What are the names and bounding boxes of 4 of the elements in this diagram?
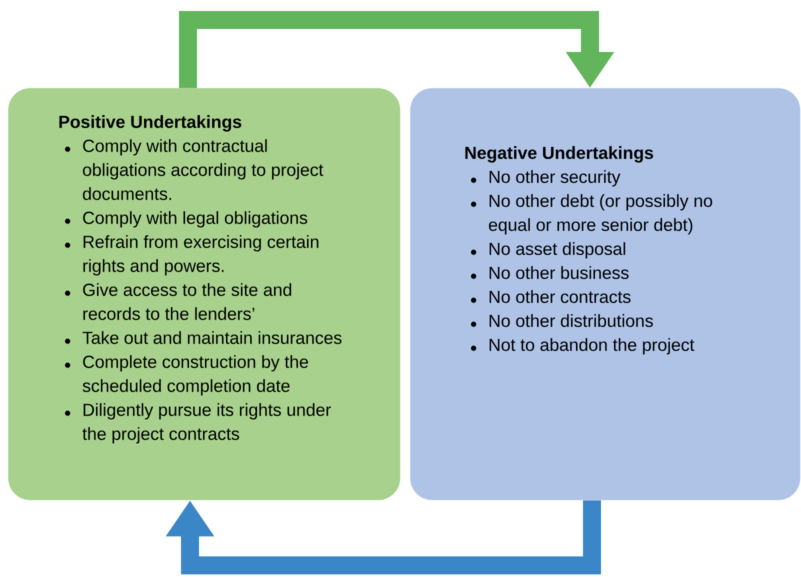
- arrow: [166, 500, 601, 574]
- arrow: [179, 10, 614, 88]
- text-box: Negative Undertakings No other security No other debt (or possibly no equal or more senior debt) No asset disposal No other business No other contracts No other distributions Not to abandon the project: [410, 88, 800, 500]
- text-box: Positive Undertakings Comply with contractual obligations according to project documents. Comply with legal obligations Refrain from exercising certain rights and powers. Give access to the site and records to the lenders’ Take out and maintain insurances Complete construction by the scheduled completion date Diligently pursue its rights under the project contracts: [8, 88, 400, 500]
